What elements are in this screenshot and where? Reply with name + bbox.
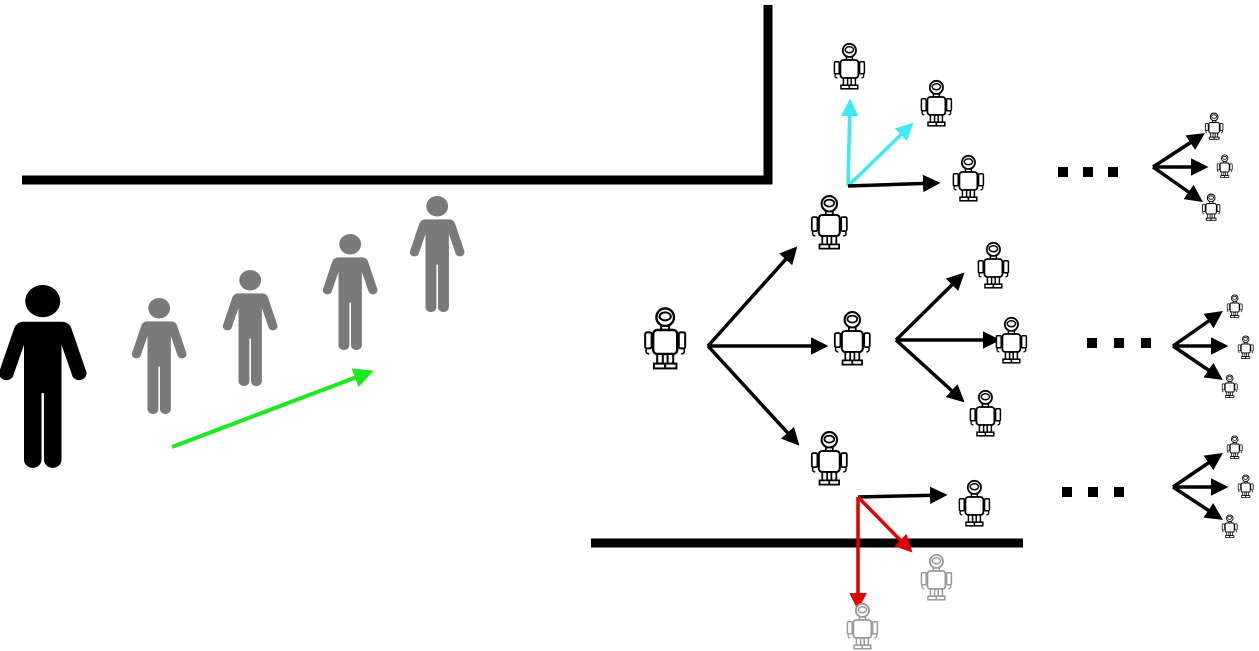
ellipses — [1058, 167, 1151, 497]
robot-icon — [977, 241, 1010, 289]
robot-icon — [833, 42, 866, 90]
robot-icon — [1201, 193, 1221, 221]
mid-arrow-down — [894, 338, 965, 403]
tree-arrows — [706, 98, 1229, 611]
robot-icon — [969, 389, 1002, 437]
far-fan-bottom — [1172, 453, 1229, 520]
person-icon — [131, 298, 187, 415]
human-motion-arrow — [171, 368, 374, 449]
root-arrow-down — [706, 344, 800, 446]
ellipsis-icon — [1087, 338, 1151, 348]
top-arrow-cyan-1 — [840, 98, 859, 187]
upper-wall — [22, 5, 773, 185]
robot-icon — [920, 79, 953, 127]
person-icon — [222, 270, 278, 387]
robot-icon — [810, 195, 848, 250]
root-arrow-up — [706, 246, 798, 348]
robot-icon — [644, 307, 687, 370]
far-fan-top — [1151, 133, 1209, 203]
ellipsis-icon — [1058, 167, 1118, 177]
robot-icon — [1226, 435, 1243, 459]
top-arrow-cyan-2 — [846, 122, 914, 188]
robot-icon — [846, 602, 879, 650]
robot-icon — [952, 154, 985, 202]
ellipsis-icon — [1062, 487, 1124, 497]
mid-arrow-up — [894, 272, 965, 342]
walls — [22, 5, 1023, 548]
robot-icon — [1226, 294, 1243, 318]
robot-icon — [1221, 374, 1238, 398]
person-icon — [0, 285, 87, 468]
robot-icon — [958, 479, 991, 527]
robot-icon — [920, 553, 953, 601]
top-arrow-black — [847, 174, 941, 193]
bottom-arrow-black — [857, 486, 948, 505]
person-icon — [409, 196, 465, 313]
robot-icon — [833, 311, 871, 366]
robot-icon — [995, 316, 1028, 364]
robot-icon — [1216, 154, 1233, 178]
person-icon — [322, 234, 378, 351]
robot-icon — [1237, 474, 1254, 498]
robot-icon — [810, 431, 848, 486]
bottom-arrow-red-1 — [856, 495, 913, 553]
humans — [0, 196, 465, 468]
robot-icon — [1204, 112, 1224, 140]
robot-icon — [1237, 335, 1254, 359]
far-fan-mid — [1171, 310, 1229, 380]
robot-icon — [1221, 514, 1238, 538]
